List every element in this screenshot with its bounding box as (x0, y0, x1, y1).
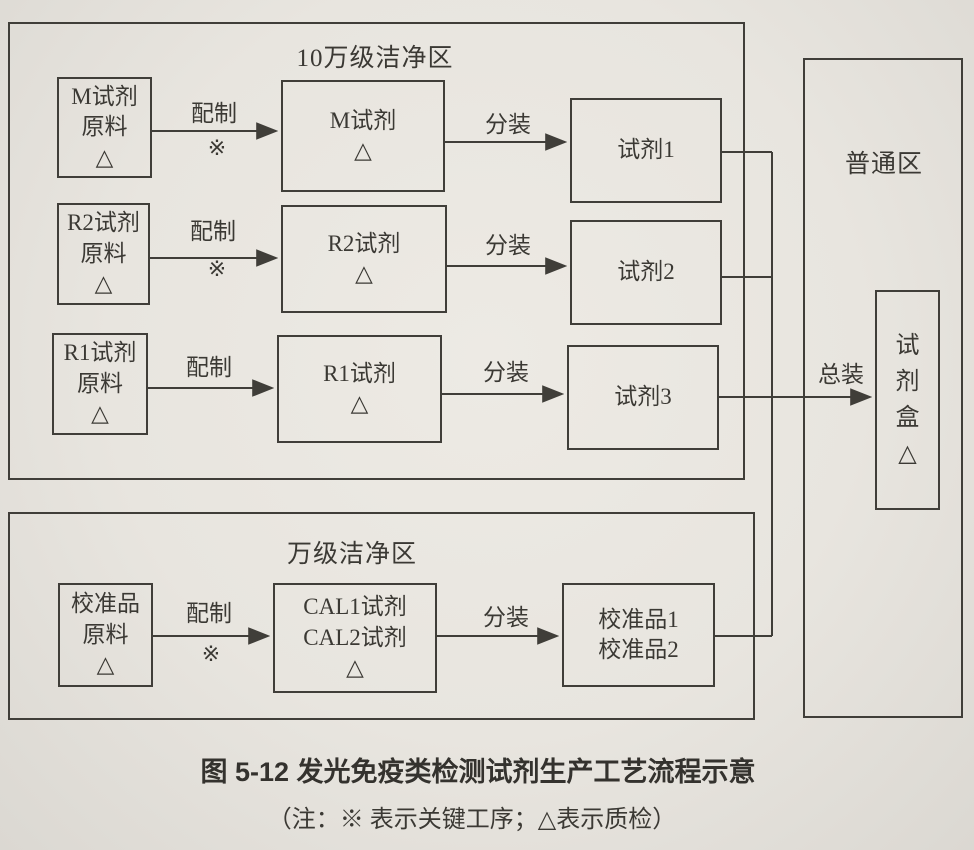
region-10k-cleanroom-label: 万级洁净区 (286, 541, 418, 568)
r2-critical-process-mark: ※ (207, 256, 227, 281)
region-ordinary-area-label: 普通区 (844, 151, 924, 178)
m-critical-process-mark: ※ (207, 135, 227, 160)
r2-raw-material-box: R2试剂 原料 △ (57, 203, 150, 305)
m-prepare-label: 配制 (191, 101, 237, 126)
region-100k-cleanroom-box (8, 22, 745, 480)
figure-caption: 图 5-12 发光免疫类检测试剂生产工艺流程示意 (200, 757, 756, 787)
reagent3-box: 试剂3 (567, 345, 719, 450)
final-assembly-label: 总装 (818, 362, 864, 387)
r1-raw-material-box: R1试剂 原料 △ (52, 333, 148, 435)
r2-prepare-label: 配制 (190, 219, 236, 244)
r1-dispense-label: 分装 (483, 360, 529, 385)
calibrator-dispense-label: 分装 (483, 605, 529, 630)
region-10k-cleanroom-box (8, 512, 755, 720)
region-ordinary-area-box (803, 58, 963, 718)
m-raw-material-box: M试剂 原料 △ (57, 77, 152, 178)
calibrator-prepare-label: 配制 (186, 601, 232, 626)
cal-reagent-box: CAL1试剂 CAL2试剂 △ (273, 583, 437, 693)
r1-reagent-box: R1试剂 △ (277, 335, 442, 443)
r2-dispense-label: 分装 (485, 233, 531, 258)
reagent-kit-box: 试 剂 盒 △ (875, 290, 940, 510)
r1-prepare-label: 配制 (186, 355, 232, 380)
figure-note: （注：※ 表示关键工序；△表示质检） (267, 807, 677, 833)
calibrator-raw-material-box: 校准品 原料 △ (58, 583, 153, 687)
reagent1-box: 试剂1 (570, 98, 722, 203)
m-reagent-box: M试剂 △ (281, 80, 445, 192)
calibrator-critical-process-mark: ※ (201, 641, 221, 666)
reagent2-box: 试剂2 (570, 220, 722, 325)
m-dispense-label: 分装 (485, 112, 531, 137)
calibrator-output-box: 校准品1 校准品2 (562, 583, 715, 687)
region-100k-cleanroom-label: 10万级洁净区 (296, 45, 454, 72)
r2-reagent-box: R2试剂 △ (281, 205, 447, 313)
